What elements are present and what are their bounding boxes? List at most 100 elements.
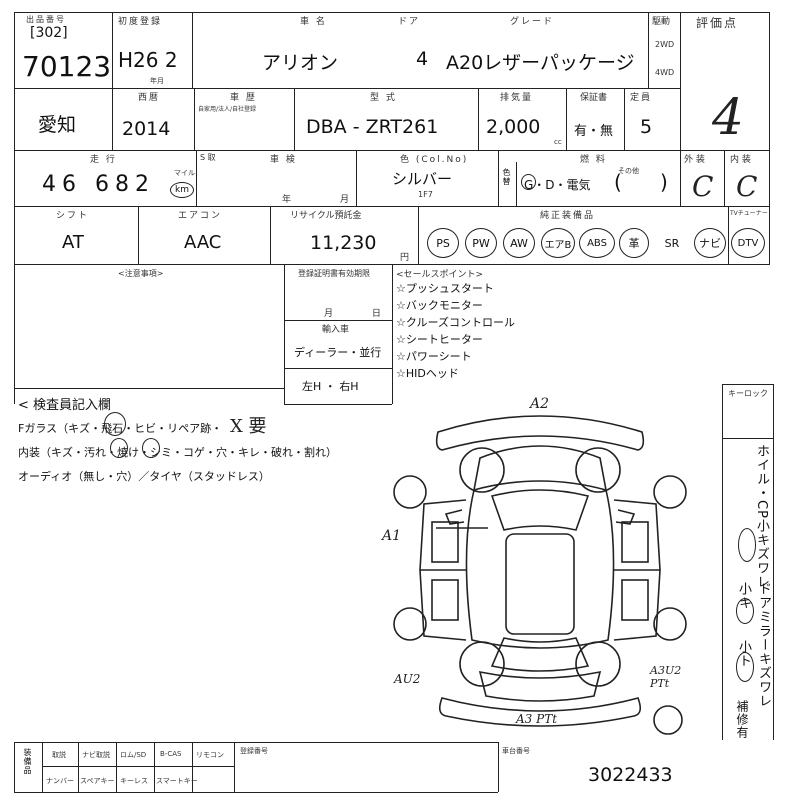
inspection-exp-label: 車 検 bbox=[270, 155, 297, 165]
doors-label: ドア bbox=[398, 17, 421, 27]
sales-label: <セールスポイント> bbox=[396, 270, 484, 280]
side-note-wheel: ホイル・CP小キズワレ bbox=[754, 444, 769, 589]
footer-col3-bottom: キーレス bbox=[120, 777, 148, 785]
equip-pw: PW bbox=[465, 228, 497, 258]
equip-navi: ナビ bbox=[694, 228, 726, 258]
sales-point: ☆バックモニター bbox=[396, 299, 483, 312]
grid-line bbox=[14, 742, 498, 743]
grid-line bbox=[648, 12, 649, 88]
equip-ps: PS bbox=[427, 228, 459, 258]
footer-reg-label: 登録番号 bbox=[240, 747, 268, 755]
hood bbox=[472, 445, 608, 492]
mark-a3u2: A3U2 PTt bbox=[650, 664, 682, 690]
grid-line bbox=[284, 404, 392, 405]
grid-line bbox=[138, 206, 139, 264]
mileage-value: 46 682 bbox=[42, 172, 155, 197]
import-label: 輸入車 bbox=[322, 325, 350, 335]
equip-airbag: エアB bbox=[541, 228, 575, 258]
body-outline bbox=[465, 489, 615, 649]
grid-line bbox=[284, 320, 392, 321]
equip-leather: 革 bbox=[619, 228, 649, 258]
grid-line bbox=[680, 150, 681, 206]
chassis-number: 3022433 bbox=[588, 764, 673, 786]
grid-line bbox=[418, 206, 419, 264]
exterior-label: 外 装 bbox=[684, 155, 705, 165]
footer-side-label: 装備品 bbox=[23, 748, 32, 775]
footer-chassis-label: 車台番号 bbox=[502, 747, 530, 755]
shift-label: シフト bbox=[56, 211, 90, 221]
front-left-wheel bbox=[459, 447, 505, 493]
history: 有・無 bbox=[574, 124, 614, 139]
mark-a2: A2 bbox=[530, 396, 550, 412]
exterior-value: C bbox=[692, 170, 714, 203]
score-label: 評価点 bbox=[696, 16, 739, 30]
border-right-top bbox=[769, 12, 770, 264]
grid-line bbox=[192, 742, 193, 792]
grid-line bbox=[722, 438, 774, 439]
equipment-label: 純正装備品 bbox=[540, 211, 596, 221]
capacity: 5 bbox=[640, 116, 653, 138]
interior-label: 内 装 bbox=[730, 155, 751, 165]
grid-line bbox=[14, 792, 498, 793]
grid-line bbox=[116, 742, 117, 792]
keylock-label: キーロック bbox=[728, 389, 768, 398]
recycle-unit: 円 bbox=[400, 253, 410, 263]
roof bbox=[505, 533, 575, 635]
grid-line bbox=[154, 742, 155, 792]
sales-point: ☆パワーシート bbox=[396, 350, 472, 363]
sales-point: ☆シートヒーター bbox=[396, 333, 483, 346]
grid-line bbox=[14, 742, 15, 792]
grid-line bbox=[624, 88, 625, 150]
mark-au2: AU2 bbox=[394, 672, 421, 686]
grid-line bbox=[270, 206, 271, 264]
grid-line bbox=[566, 88, 567, 150]
footer-col1-top: 取説 bbox=[52, 751, 66, 759]
grid-line bbox=[42, 766, 234, 767]
fuel-options: G・D・電気 bbox=[524, 178, 591, 192]
right-front-door bbox=[621, 521, 649, 563]
valid-month: 月 日 bbox=[324, 309, 399, 319]
mark-a3: A3 PTt bbox=[516, 712, 558, 726]
grid-line bbox=[14, 150, 770, 151]
glass-scratch-circle bbox=[104, 412, 126, 436]
grid-line bbox=[194, 88, 195, 150]
equip-dtv: DTV bbox=[731, 228, 765, 258]
fuel-gas-circle bbox=[521, 174, 536, 190]
rear-bumper bbox=[438, 697, 642, 727]
first-reg-suffix: 年月 bbox=[150, 77, 164, 85]
fuel-other: その他 bbox=[618, 167, 639, 175]
side-note-repair: 補修有 bbox=[735, 700, 749, 739]
inspection-sub: 自家用/法人/自社登録 bbox=[198, 106, 257, 113]
valid-label: 登録証明書有効期限 bbox=[298, 269, 370, 278]
score-value: 4 bbox=[712, 88, 744, 146]
glass-mark: X 要 bbox=[230, 416, 267, 437]
year: 2014 bbox=[122, 118, 171, 140]
color-code: 1F7 bbox=[418, 190, 433, 199]
right-mirror bbox=[615, 509, 636, 525]
right-rear-tire bbox=[653, 607, 687, 641]
grid-line bbox=[14, 388, 284, 389]
spare-wheel bbox=[653, 705, 683, 735]
history-label: 保証書 bbox=[580, 93, 608, 103]
year-label: 西暦 bbox=[138, 93, 161, 103]
grid-line bbox=[773, 384, 774, 740]
displacement: 2,000 bbox=[486, 116, 541, 138]
front-right-wheel bbox=[575, 447, 621, 493]
drive-2wd: 2WD bbox=[655, 40, 675, 49]
mileage-label: 走 行 bbox=[90, 155, 117, 165]
grid-line bbox=[356, 150, 357, 206]
inspection-year: 年 bbox=[282, 195, 292, 205]
fuel-label: 燃 料 bbox=[580, 155, 607, 165]
footer-col2-bottom: スペアキー bbox=[80, 777, 115, 785]
side-note-circle-1 bbox=[738, 528, 756, 562]
grid-line bbox=[392, 264, 393, 404]
grid-line bbox=[722, 384, 774, 385]
footer-col4-bottom: スマートキー bbox=[156, 777, 198, 785]
sales-point: ☆クルーズコントロール bbox=[396, 316, 515, 329]
remarks-label: <注意事項> bbox=[118, 269, 164, 278]
model-type-label: 型 式 bbox=[370, 93, 397, 103]
drive-4wd: 4WD bbox=[655, 68, 675, 77]
grid-line bbox=[724, 150, 725, 206]
model-name: アリオン bbox=[262, 52, 339, 74]
interior-line: 内装（キズ・汚れ・焼け・シミ・コゲ・穴・キレ・破れ・割れ） bbox=[18, 446, 337, 459]
